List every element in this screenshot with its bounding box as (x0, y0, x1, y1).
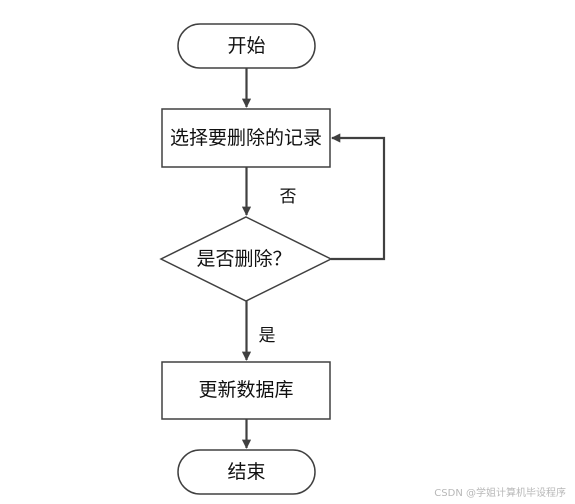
end-label: 结束 (227, 461, 265, 483)
select-record-node: 选择要删除的记录 (161, 108, 331, 168)
update-db-node: 更新数据库 (161, 361, 331, 420)
yes-label: 是 (259, 326, 276, 346)
decision-node: 是否删除？ (159, 216, 333, 302)
decision-label: 是否删除？ (196, 248, 291, 270)
update-db-label: 更新数据库 (198, 379, 293, 401)
start-label: 开始 (227, 35, 265, 57)
arrow-no-loop-back (331, 133, 386, 261)
start-node: 开始 (177, 23, 316, 69)
end-node: 结束 (177, 449, 316, 495)
watermark: CSDN @学姐计算机毕设程序 (434, 486, 566, 499)
no-label: 否 (280, 187, 297, 207)
select-record-label: 选择要删除的记录 (170, 127, 322, 149)
